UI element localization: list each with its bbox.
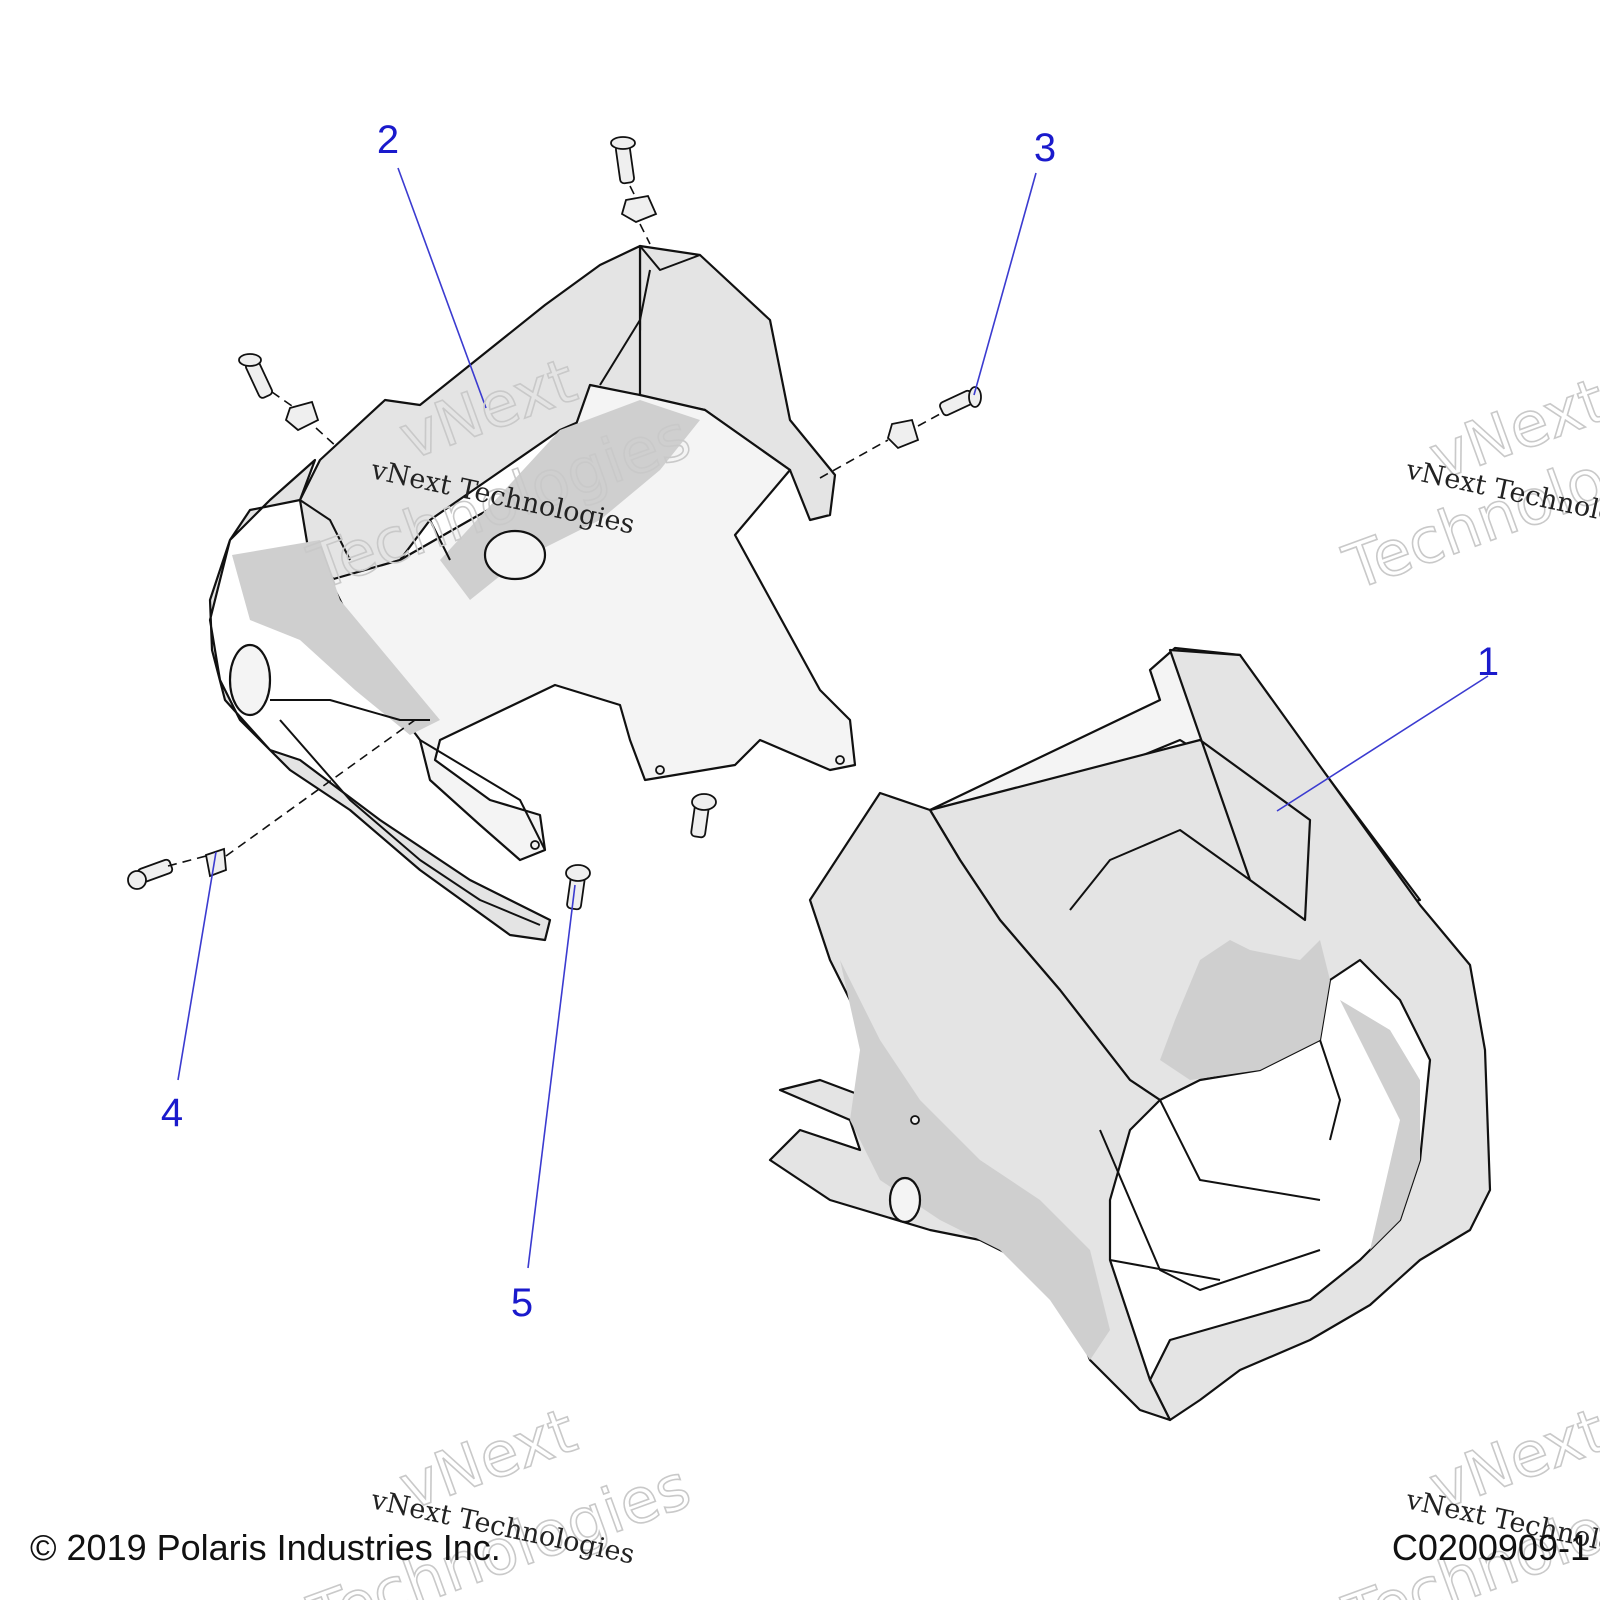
leader-4 bbox=[177, 851, 217, 1081]
watermark-bottom-right: vNext Technologies vNext Technologies bbox=[1333, 1393, 1600, 1600]
leader-5 bbox=[527, 884, 576, 1269]
callout-2: 2 bbox=[377, 118, 399, 162]
figure-code: C0200909-1 bbox=[1391, 1527, 1590, 1568]
cowl-part-1 bbox=[768, 646, 1492, 1422]
callout-4: 4 bbox=[161, 1091, 183, 1135]
copyright-notice: © 2019 Polaris Industries Inc. bbox=[30, 1527, 501, 1568]
callout-5: 5 bbox=[511, 1281, 533, 1325]
callout-numbers: 1 2 3 4 5 bbox=[161, 118, 1499, 1325]
bracket-part-2 bbox=[208, 244, 857, 942]
leader-lines bbox=[177, 167, 1489, 1269]
leader-2 bbox=[397, 167, 487, 409]
watermark-bottom-left: vNext Technologies vNext Technologies bbox=[298, 1393, 700, 1600]
leader-1 bbox=[1276, 675, 1489, 812]
callout-1: 1 bbox=[1477, 640, 1499, 684]
callout-3: 3 bbox=[1034, 126, 1056, 170]
fasteners bbox=[127, 136, 982, 911]
leader-3 bbox=[973, 172, 1037, 396]
watermark-right: vNext Technologies vNext Technologies bbox=[1333, 363, 1600, 605]
